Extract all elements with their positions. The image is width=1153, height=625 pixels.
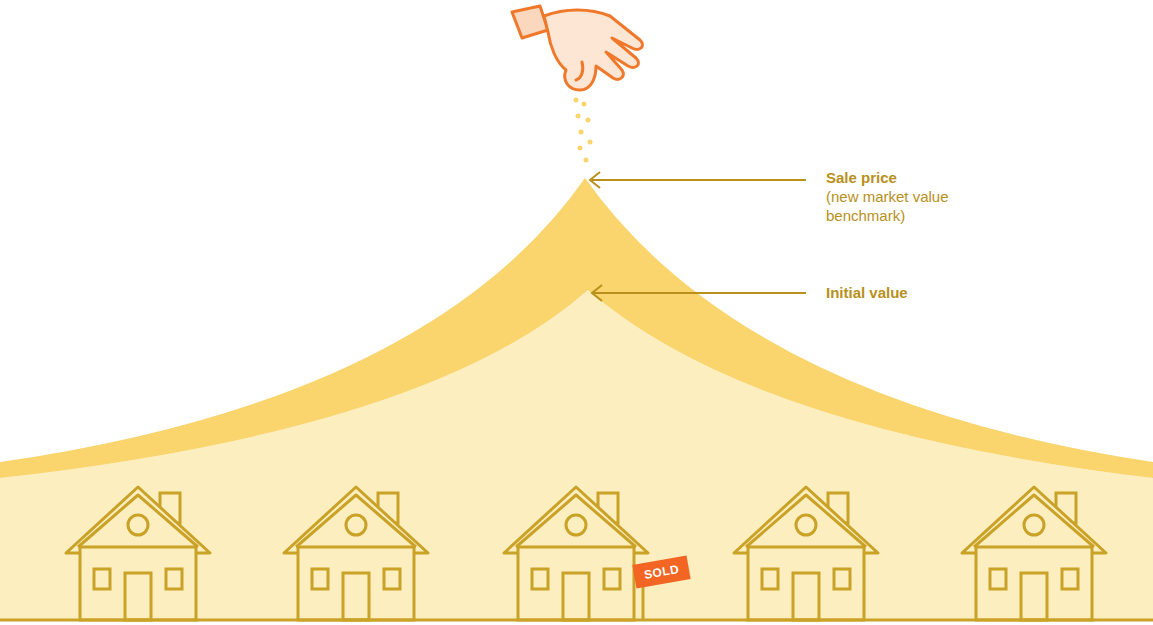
value-label: Sale price [826, 168, 897, 187]
sign-text: SOLD [643, 562, 680, 582]
leader-arrows [590, 172, 806, 301]
falling-grains [574, 98, 593, 163]
house [66, 487, 210, 620]
initial-value-area [0, 290, 1153, 620]
house [962, 487, 1106, 620]
sprinkling-hand [512, 6, 642, 90]
value-note: (new market value benchmark) [826, 187, 998, 225]
sign-post [642, 585, 645, 620]
value-label: Initial value [826, 283, 908, 302]
ground-line [0, 619, 1153, 622]
house [284, 487, 428, 620]
house [734, 487, 878, 620]
value-increase-band [0, 178, 1153, 478]
house [504, 487, 648, 620]
